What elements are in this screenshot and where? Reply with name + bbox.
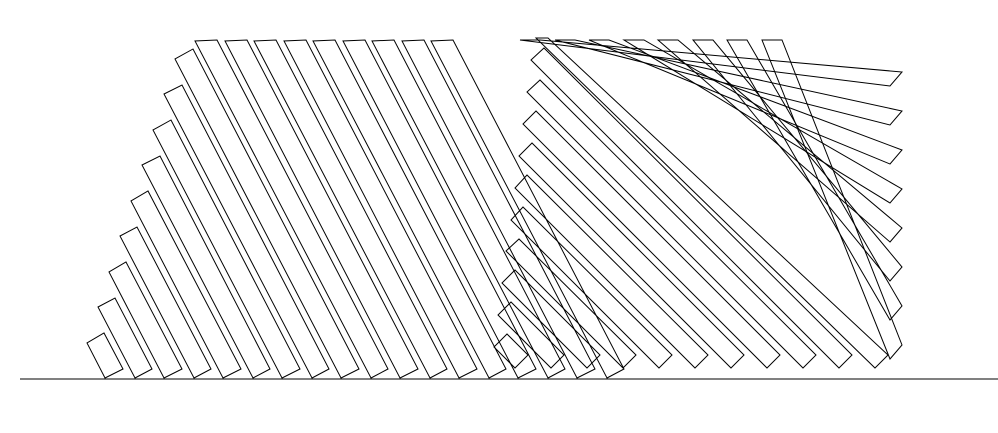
left-slat [224,39,419,379]
left-slat [119,226,212,379]
right-slat [534,37,889,369]
right-slat [588,39,903,165]
left-slat [86,332,124,379]
right-slat [505,238,637,369]
left-slat [97,297,153,379]
right-slat [518,142,745,369]
left-slat [430,39,625,379]
right-slat-group [493,37,904,369]
right-slat [526,79,817,369]
right-slat [761,39,903,360]
left-slat [174,48,360,379]
right-slat [622,39,903,204]
left-slat [342,39,537,379]
left-slat [163,84,330,379]
left-slat [312,39,507,379]
right-slat [497,301,565,369]
right-slat [514,174,709,369]
left-slat [194,39,389,379]
right-slat [522,110,781,369]
right-slat [519,39,904,87]
left-slat [152,119,301,379]
left-slat [401,39,596,379]
left-slat-group [86,39,625,379]
left-slat [108,261,183,379]
right-slat [726,39,903,321]
left-slat [130,190,242,379]
right-slat [510,206,673,369]
left-slat [141,155,271,379]
right-slat [554,39,903,126]
left-slat [253,39,448,379]
right-slat [501,269,601,369]
right-slat [530,47,853,369]
right-slat [691,39,903,282]
right-slat [656,39,903,243]
left-slat [283,39,478,379]
left-slat [371,39,566,379]
right-slat [493,333,529,369]
